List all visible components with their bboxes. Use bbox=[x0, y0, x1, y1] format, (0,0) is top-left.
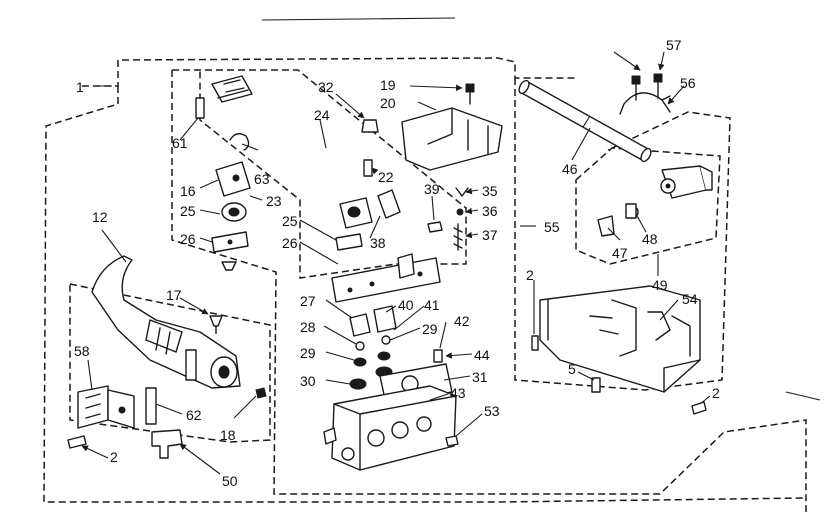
valve-body-part bbox=[323, 385, 457, 471]
label-2-bottom-right: 2 bbox=[712, 385, 720, 401]
clamp-part bbox=[619, 73, 671, 115]
leader-lines bbox=[81, 51, 821, 475]
label-37: 37 bbox=[482, 227, 498, 243]
label-53: 53 bbox=[484, 403, 500, 419]
label-48: 48 bbox=[642, 231, 658, 247]
label-20: 20 bbox=[380, 95, 396, 111]
outline-valve-body bbox=[172, 69, 467, 279]
label-46: 46 bbox=[562, 161, 578, 177]
label-5: 5 bbox=[568, 361, 576, 377]
screw-17-part bbox=[209, 315, 223, 334]
outline-main-frame bbox=[43, 86, 806, 503]
label-1: 1 bbox=[76, 79, 84, 95]
label-17: 17 bbox=[166, 287, 182, 303]
label-25-left: 25 bbox=[180, 203, 196, 219]
label-47: 47 bbox=[612, 245, 628, 261]
screw-53-part bbox=[445, 435, 459, 447]
label-12: 12 bbox=[92, 209, 108, 225]
valve-cover-part bbox=[401, 83, 503, 171]
part-18 bbox=[255, 387, 267, 399]
label-55: 55 bbox=[544, 219, 560, 235]
label-44: 44 bbox=[474, 347, 490, 363]
label-19: 19 bbox=[380, 77, 396, 93]
label-23: 23 bbox=[266, 193, 282, 209]
screw-2-left-part bbox=[67, 435, 87, 449]
top-rule-line bbox=[261, 17, 456, 21]
dashed-outlines bbox=[43, 57, 807, 512]
label-26-left: 26 bbox=[180, 231, 196, 247]
label-30: 30 bbox=[300, 373, 316, 389]
label-36: 36 bbox=[482, 203, 498, 219]
outline-valve-group bbox=[171, 70, 807, 512]
label-24: 24 bbox=[314, 107, 330, 123]
label-26-center: 26 bbox=[282, 235, 298, 251]
label-2-bottom-left: 2 bbox=[110, 449, 118, 465]
label-27: 27 bbox=[300, 293, 316, 309]
label-57: 57 bbox=[666, 37, 682, 53]
label-16: 16 bbox=[180, 183, 196, 199]
label-18: 18 bbox=[220, 427, 236, 443]
outline-orifice-group bbox=[575, 147, 721, 265]
solenoid-upper-part bbox=[215, 161, 251, 197]
cap-part bbox=[361, 119, 379, 133]
pilot-burner-part bbox=[91, 255, 241, 389]
adjust-screws-part bbox=[427, 187, 469, 251]
label-54: 54 bbox=[682, 291, 698, 307]
label-42: 42 bbox=[454, 313, 470, 329]
clip-62-part bbox=[145, 387, 157, 425]
fitting-50-part bbox=[151, 429, 183, 459]
label-56: 56 bbox=[680, 75, 696, 91]
bracket-58-part bbox=[77, 385, 135, 429]
parts bbox=[67, 73, 713, 471]
burner-tube-part bbox=[518, 79, 652, 163]
label-29-left: 29 bbox=[300, 345, 316, 361]
outline-pilot-group bbox=[69, 283, 271, 443]
valve-plate-part bbox=[331, 253, 441, 303]
label-49: 49 bbox=[652, 277, 668, 293]
label-32: 32 bbox=[318, 79, 334, 95]
label-50: 50 bbox=[222, 473, 238, 489]
label-38: 38 bbox=[370, 235, 386, 251]
label-61: 61 bbox=[172, 135, 188, 151]
label-28: 28 bbox=[300, 319, 316, 335]
part-number-labels: 1 2 2 2 5 12 16 17 18 19 20 22 23 24 25 … bbox=[74, 37, 720, 489]
label-39: 39 bbox=[424, 181, 440, 197]
gas-fitting-part bbox=[660, 165, 713, 199]
outline-burner-group bbox=[514, 78, 731, 391]
label-63: 63 bbox=[254, 171, 270, 187]
label-43: 43 bbox=[450, 385, 466, 401]
label-25-center: 25 bbox=[282, 213, 298, 229]
screws-right-part bbox=[531, 335, 707, 415]
burner-bracket-part bbox=[539, 285, 701, 393]
label-58: 58 bbox=[74, 343, 90, 359]
label-40: 40 bbox=[398, 297, 414, 313]
label-22: 22 bbox=[378, 169, 394, 185]
orifice-fittings-part bbox=[597, 203, 639, 237]
label-29-right: 29 bbox=[422, 321, 438, 337]
switch-bracket-part bbox=[195, 75, 253, 151]
solenoid-lower-left-part bbox=[211, 202, 249, 271]
label-35: 35 bbox=[482, 183, 498, 199]
solenoid-center-part bbox=[335, 159, 401, 251]
label-31: 31 bbox=[472, 369, 488, 385]
label-62: 62 bbox=[186, 407, 202, 423]
label-2-right: 2 bbox=[526, 267, 534, 283]
label-41: 41 bbox=[424, 297, 440, 313]
